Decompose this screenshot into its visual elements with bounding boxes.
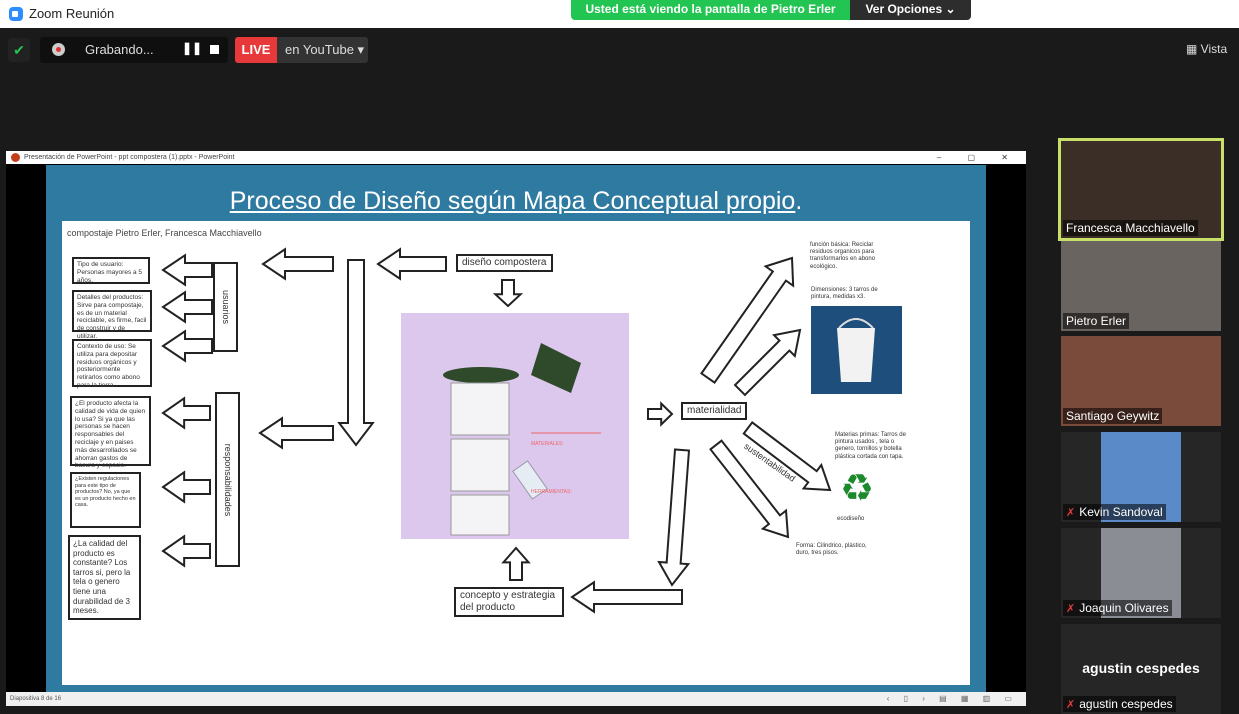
concept-box-tipo-usuario: Tipo de usuario: Personas mayores a 5 añ… (72, 257, 150, 284)
participant-name: ✗Kevin Sandoval (1063, 504, 1166, 520)
powerpoint-title: Presentación de PowerPoint - ppt compost… (24, 154, 235, 161)
recording-bar: Grabando... ❚❚ (40, 37, 228, 63)
responsabilidades-node: responsabilidades (215, 392, 240, 567)
live-stream-dropdown[interactable]: en YouTube ▾ (277, 37, 368, 63)
window-title: Zoom Reunión (29, 6, 115, 21)
ecodiseno-label: ecodiseño (837, 516, 865, 522)
record-icon (52, 43, 65, 56)
diseno-compostera-node: diseño compostera (456, 254, 553, 272)
powerpoint-titlebar: Presentación de PowerPoint - ppt compost… (6, 151, 1026, 164)
participant-name: Santiago Geywitz (1063, 408, 1163, 424)
zoom-app-icon (9, 7, 23, 21)
live-badge: LIVE (235, 37, 277, 63)
view-controls[interactable]: ‹ ▯ › ▤ ▦ ▥ ▭ (886, 694, 1018, 703)
participant-name: ✗agustin cespedes (1063, 696, 1176, 712)
security-shield-icon[interactable]: ✔ (8, 38, 30, 62)
concepto-estrategia-node: concepto y estrategia del producto (454, 587, 564, 617)
recycle-icon: ♻ (840, 468, 875, 510)
funcion-basica-text: función básica: Reciclar residuos organi… (810, 242, 876, 270)
concept-box-contexto: Contexto de uso: Se utiliza para deposit… (72, 339, 152, 389)
participant-tile[interactable]: ✗Kevin Sandoval (1061, 432, 1221, 522)
dimensiones-text: Dimensiones: 3 tarros de pintura, medida… (811, 287, 878, 301)
usuarios-node: usuarios (213, 262, 238, 352)
view-label: Vista (1200, 42, 1228, 56)
participant-name: Francesca Macchiavello (1063, 220, 1198, 236)
authors-label: compostaje Pietro Erler, Francesca Macch… (67, 228, 262, 238)
concept-box-calidad-vida: ¿El producto afecta la calidad de vida d… (70, 396, 151, 469)
svg-text:HERRAMIENTAS:: HERRAMIENTAS: (531, 489, 572, 495)
muted-mic-icon: ✗ (1066, 603, 1076, 615)
muted-mic-icon: ✗ (1066, 507, 1076, 519)
muted-mic-icon: ✗ (1066, 699, 1076, 711)
screen-share-banner: Usted está viendo la pantalla de Pietro … (571, 0, 850, 20)
participant-tile[interactable]: agustin cespedes ✗agustin cespedes (1061, 624, 1221, 714)
recording-label: Grabando... (85, 42, 154, 57)
participant-name: ✗Joaquin Olivares (1063, 600, 1172, 616)
concept-box-detalles: Detalles del productos: Sirve para compo… (72, 290, 152, 340)
materias-primas-text: Materias primas: Tarros de pintura usado… (835, 432, 906, 460)
view-options-button[interactable]: Ver Opciones ⌄ (850, 0, 971, 20)
concept-box-regulaciones: ¿Existen regulaciones para este tipo de … (70, 472, 141, 528)
stop-recording-button[interactable] (210, 45, 219, 54)
window-controls[interactable]: – ▢ ✕ (936, 153, 1020, 162)
participant-display-name: agustin cespedes (1082, 660, 1200, 676)
concept-box-calidad-constante: ¿La calidad del producto es constante? L… (68, 535, 141, 620)
participant-tile[interactable]: Santiago Geywitz (1061, 336, 1221, 426)
compostera-sketch-image: MATERIALES: HERRAMIENTAS: (401, 313, 629, 539)
view-button[interactable]: ▦ Vista (1186, 42, 1227, 56)
participant-tile[interactable]: ✗Joaquin Olivares (1061, 528, 1221, 618)
sketch-drawing: MATERIALES: HERRAMIENTAS: (443, 343, 601, 536)
slide-counter: Diapositiva 8 de 16 (10, 696, 62, 702)
materialidad-node: materialidad (681, 402, 748, 420)
participant-name: Pietro Erler (1063, 313, 1130, 329)
participant-tile[interactable]: Francesca Macchiavello (1058, 138, 1224, 241)
svg-text:MATERIALES:: MATERIALES: (531, 441, 564, 447)
slide-title: Proceso de Diseño según Mapa Conceptual … (229, 187, 803, 215)
participant-tile[interactable]: Pietro Erler (1061, 241, 1221, 331)
grid-icon: ▦ (1186, 42, 1201, 56)
bucket-image (811, 306, 902, 394)
powerpoint-icon (11, 153, 20, 162)
pause-recording-button[interactable]: ❚❚ (182, 41, 203, 55)
forma-text: Forma: Cilindrico, plástico, duro, tres … (796, 543, 867, 557)
powerpoint-statusbar: Diapositiva 8 de 16 ‹ ▯ › ▤ ▦ ▥ ▭ (6, 692, 1026, 706)
